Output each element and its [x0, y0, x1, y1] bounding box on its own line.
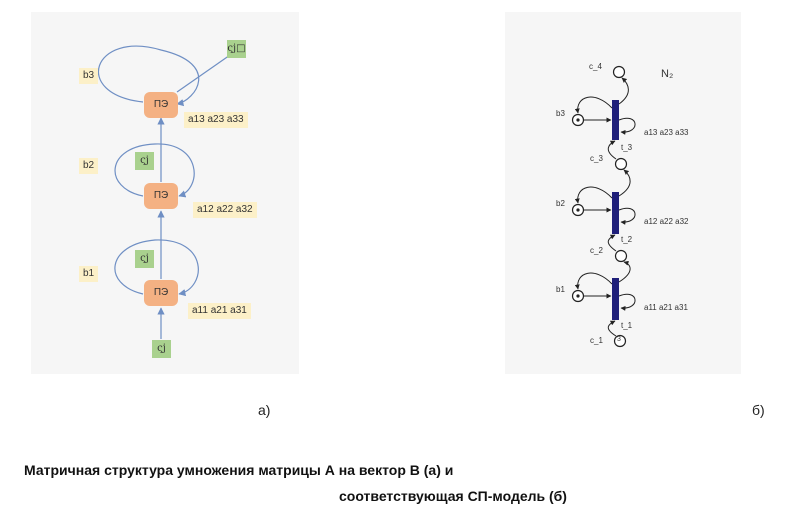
b-place-label-1: b1	[556, 285, 565, 294]
token-count: 3	[617, 336, 621, 343]
place-label-c4: c_4	[589, 62, 602, 71]
loop-pe1	[114, 239, 199, 297]
place-label-c1: c_1	[590, 336, 603, 345]
place-label-c2: c_2	[590, 246, 603, 255]
caption-line-2: соответствующая СП-модель (б)	[339, 488, 567, 504]
b-label-1: b1	[79, 266, 99, 282]
subfigure-label-a: а)	[258, 402, 271, 418]
a-row-label-1: a11 a21 a31	[644, 303, 688, 312]
a-row-label-3: a13 a23 a33	[644, 128, 689, 137]
transition-label-t3: t_3	[621, 143, 633, 152]
net-title: N₂	[661, 68, 674, 80]
pe-node-3: ПЭ	[144, 92, 178, 118]
loop-pe2	[114, 143, 195, 198]
c-output-box: ςj□	[227, 40, 246, 58]
c-box-1: ςj	[135, 250, 154, 268]
place-c3	[614, 157, 628, 171]
place-c1	[613, 334, 627, 348]
panel-b-petri-net: N₂ c_4 c_3 c_2 c_1 3 b3 b2 b1 t_3 t_2 t_…	[505, 12, 741, 374]
transition-label-t2: t_2	[621, 235, 633, 244]
caption-line-1: Матричная структура умножения матрицы А …	[24, 462, 454, 478]
a-label-1: a11 a21 a31	[188, 303, 251, 319]
transition-t2	[612, 192, 619, 234]
b-label-3: b3	[79, 68, 99, 84]
a-label-2: a12 a22 a32	[193, 202, 257, 218]
place-c4	[612, 65, 626, 79]
transition-label-t1: t_1	[621, 321, 633, 330]
panel-a-matrix-structure: b3 b2 b1 ςj□ ςj ςj ςj ПЭ ПЭ ПЭ a13 a23 a…	[31, 12, 299, 374]
panel-b-net	[571, 65, 636, 348]
b-place-label-2: b2	[556, 199, 565, 208]
transition-t1	[612, 278, 619, 320]
loop-pe3	[98, 45, 200, 107]
b-label-2: b2	[79, 158, 99, 174]
pe-node-1: ПЭ	[144, 280, 178, 306]
subfigure-label-b: б)	[752, 402, 765, 418]
b-place-label-3: b3	[556, 109, 565, 118]
transition-t3	[612, 100, 619, 140]
c-box-2: ςj	[135, 152, 154, 170]
pe-node-2: ПЭ	[144, 183, 178, 209]
panel-a-arrows	[98, 45, 244, 339]
a-label-3: a13 a23 a33	[184, 112, 248, 128]
c-input-box: ςj	[152, 340, 171, 358]
place-label-c3: c_3	[590, 154, 603, 163]
place-c2	[614, 249, 628, 263]
a-row-label-2: a12 a22 a32	[644, 217, 689, 226]
